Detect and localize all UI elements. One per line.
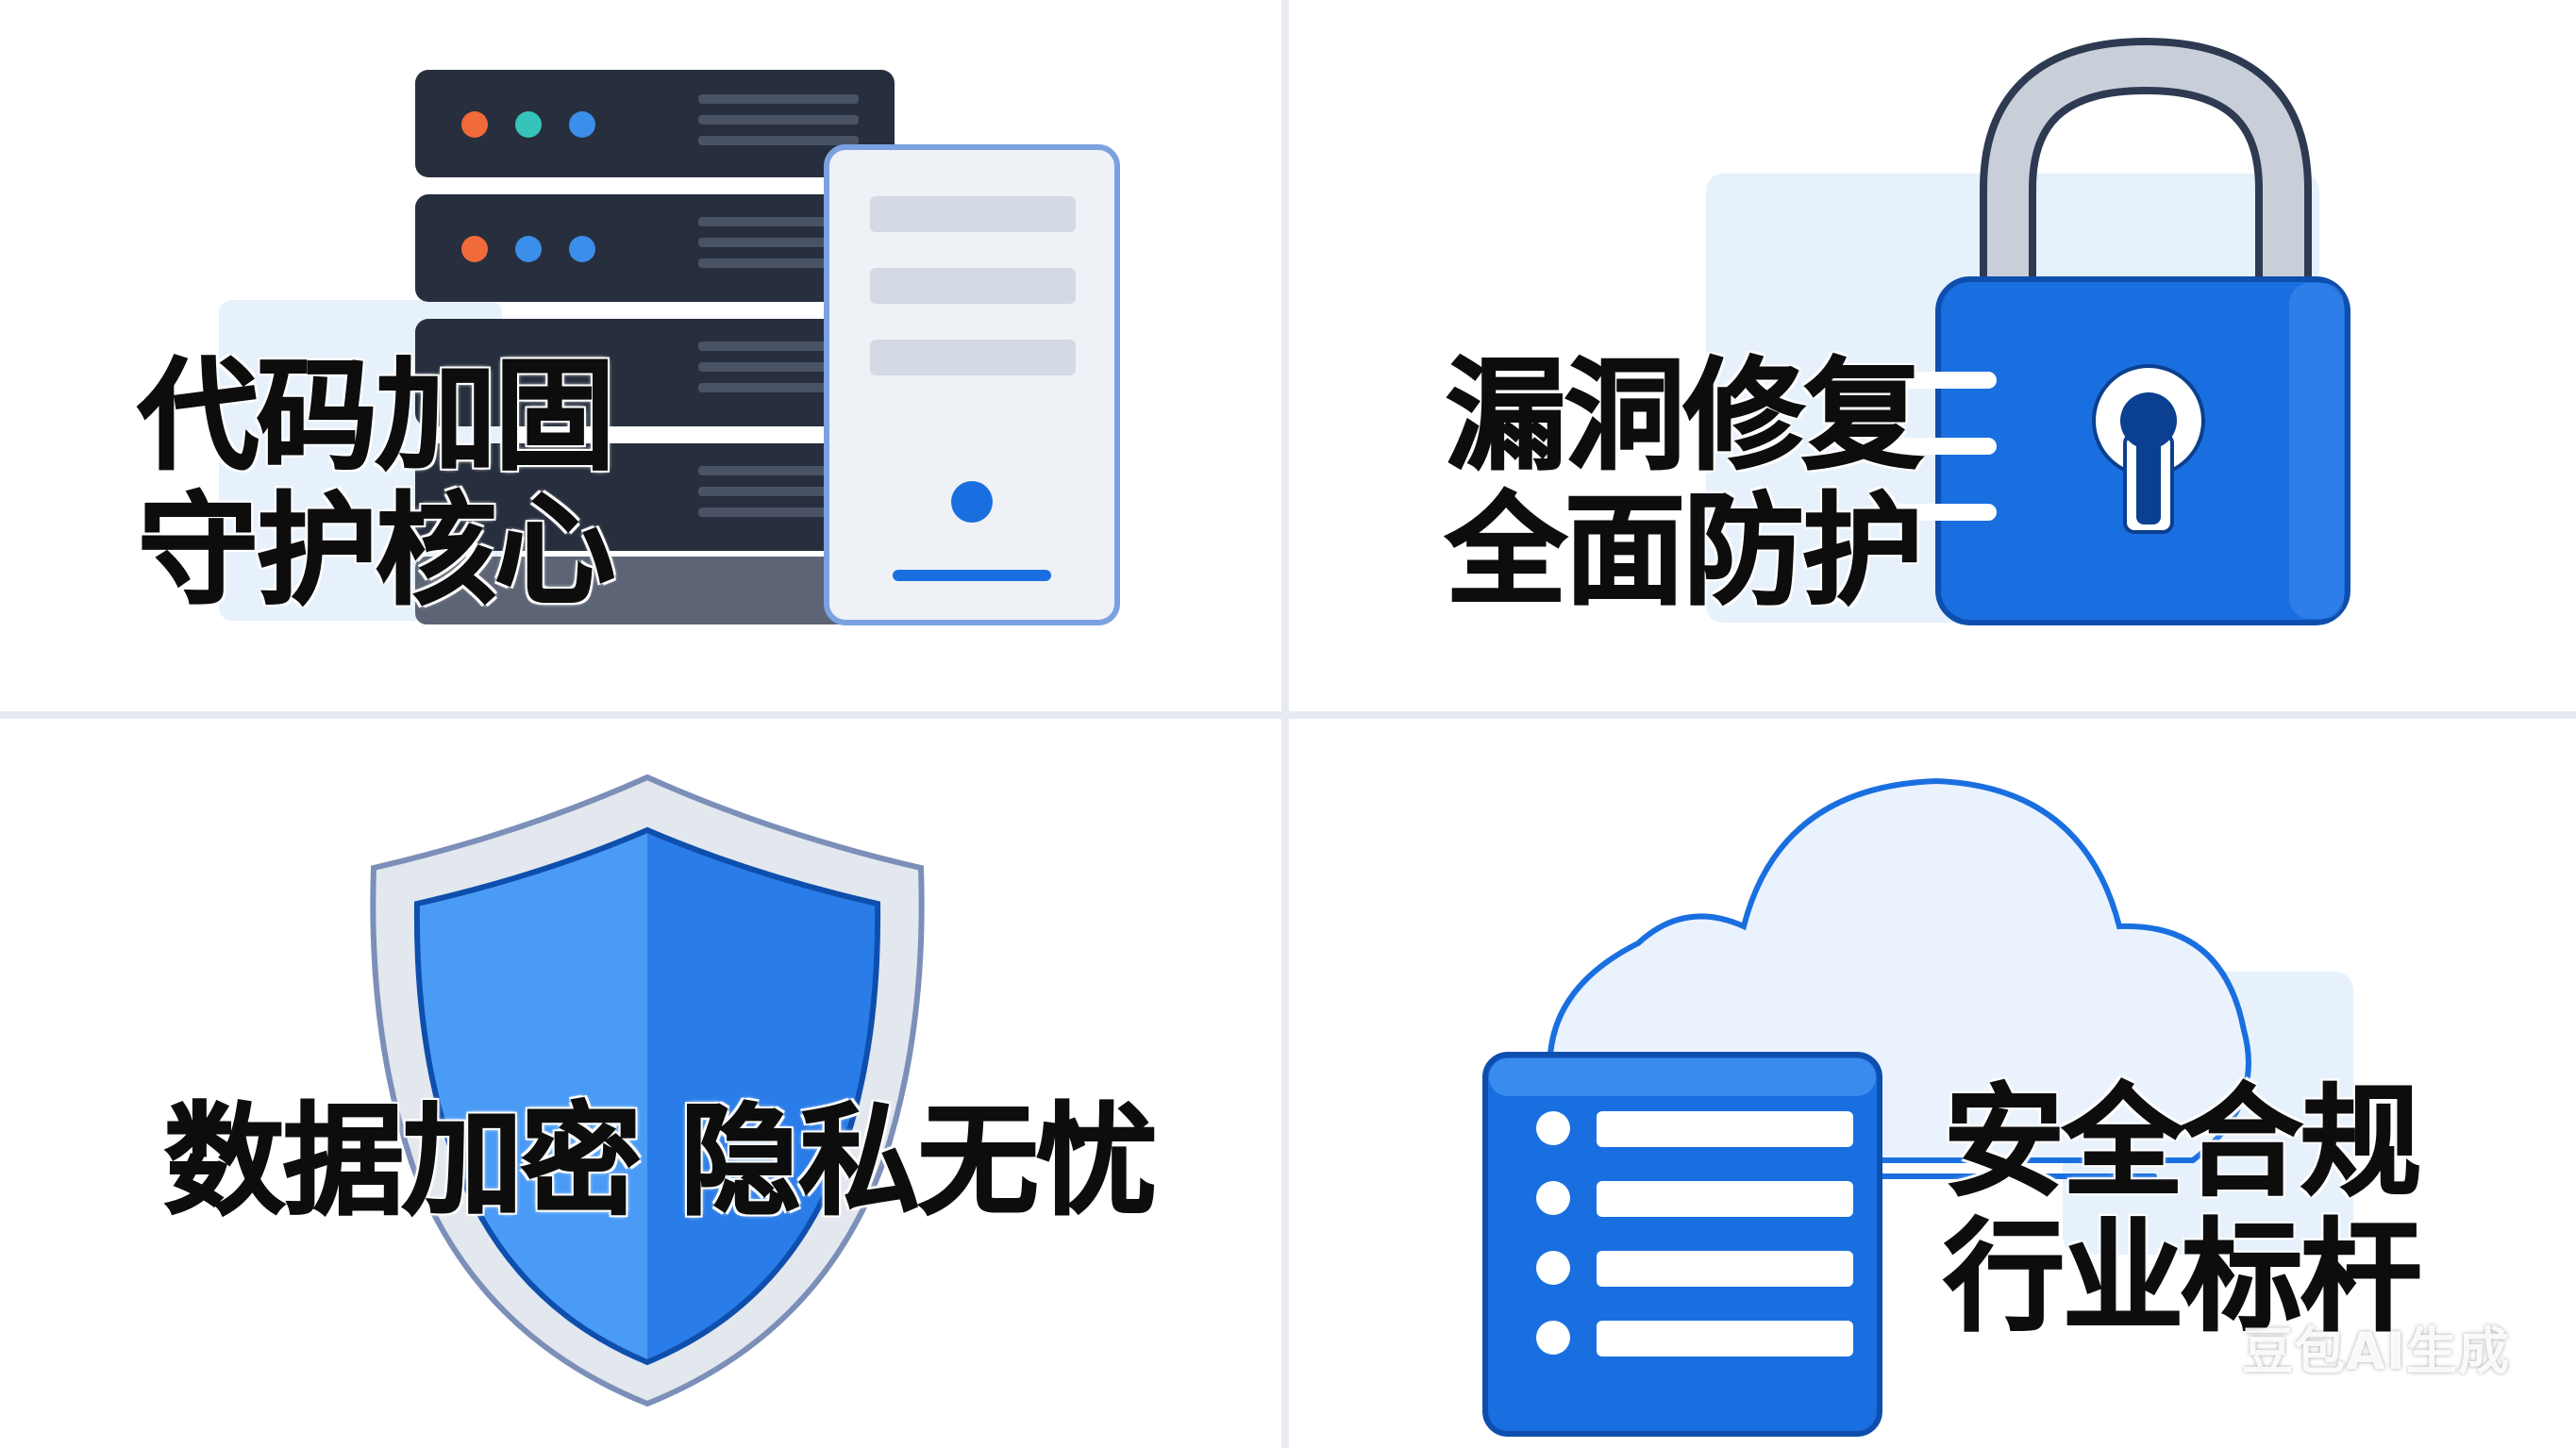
padlock-icon — [1706, 37, 2350, 625]
horizontal-divider — [0, 711, 2576, 719]
panel-data-encryption: 数据加密 隐私无忧 — [0, 719, 1281, 1448]
caption-line: 数据加密 隐私无忧 — [163, 1091, 1159, 1232]
ai-generated-watermark: 豆包AI生成 — [2242, 1322, 2510, 1381]
caption-line: 行业标杆 — [1943, 1207, 2422, 1349]
panel-vulnerability-fix: 漏洞修复 全面防护 — [1289, 0, 2576, 711]
server-rack-icon — [219, 70, 1120, 625]
panel-compliance: 安全合规 行业标杆 — [1289, 719, 2576, 1448]
caption-data-encryption: 数据加密 隐私无忧 — [163, 1091, 1159, 1232]
caption-line: 守护核心 — [137, 481, 616, 623]
caption-code-hardening: 代码加固 守护核心 — [137, 346, 616, 623]
panel-code-hardening: 代码加固 守护核心 — [0, 0, 1281, 711]
caption-line: 漏洞修复 — [1445, 346, 1924, 487]
cloud-storage-icon — [1482, 777, 2353, 1437]
caption-vulnerability-fix: 漏洞修复 全面防护 — [1445, 346, 1924, 623]
caption-compliance: 安全合规 行业标杆 — [1943, 1073, 2422, 1349]
caption-line: 代码加固 — [137, 346, 616, 487]
caption-line: 安全合规 — [1943, 1073, 2422, 1213]
caption-line: 全面防护 — [1445, 481, 1924, 623]
shield-icon — [370, 774, 925, 1407]
vertical-divider — [1281, 0, 1289, 1448]
